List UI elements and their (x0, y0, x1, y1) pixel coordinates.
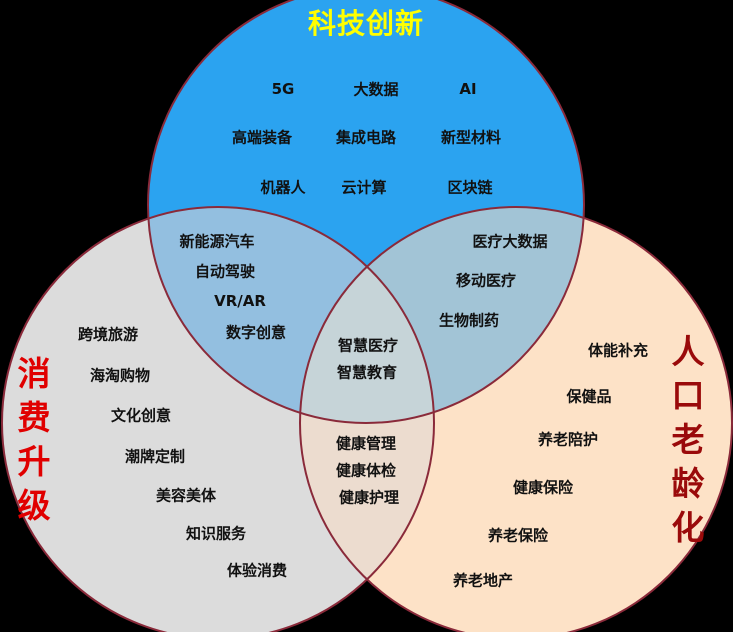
tech-item: 集成电路 (335, 128, 397, 147)
overlap-tech-aging (300, 207, 584, 423)
title-aging: 人口老龄化 (671, 332, 705, 547)
all-item: 智慧教育 (336, 363, 398, 382)
aging-item: 保健品 (566, 387, 612, 406)
tech-item: 区块链 (447, 178, 493, 197)
tech-consume-item: 自动驾驶 (194, 262, 256, 281)
tech-aging-item: 移动医疗 (455, 271, 517, 290)
consume-item: 潮牌定制 (124, 447, 186, 466)
aging-item: 体能补充 (587, 341, 649, 360)
tech-item: 5G (271, 80, 295, 98)
aging-item: 养老保险 (487, 526, 549, 545)
consume-item: 跨境旅游 (77, 325, 139, 344)
tech-item: 大数据 (353, 80, 399, 99)
tech-item: 高端装备 (231, 128, 293, 147)
consume-aging-item: 健康体检 (335, 461, 397, 480)
consume-aging-item: 健康护理 (338, 488, 400, 507)
consume-item: 知识服务 (185, 524, 247, 543)
title-consume: 消费升级 (17, 354, 51, 525)
aging-item: 养老地产 (452, 571, 514, 590)
tech-consume-item: 数字创意 (225, 323, 287, 342)
tech-item: 机器人 (260, 178, 306, 197)
tech-item: AI (459, 80, 477, 98)
aging-item: 养老陪护 (537, 430, 599, 449)
title-tech: 科技创新 (307, 7, 425, 40)
tech-consume-item: 新能源汽车 (179, 232, 255, 251)
tech-aging-item: 生物制药 (438, 311, 500, 330)
aging-item: 健康保险 (512, 478, 574, 497)
tech-consume-item: VR/AR (214, 292, 266, 310)
all-item: 智慧医疗 (337, 336, 399, 355)
tech-item: 新型材料 (440, 128, 502, 147)
consume-item: 海淘购物 (89, 366, 151, 385)
consume-item: 美容美体 (155, 486, 217, 505)
consume-item: 文化创意 (110, 406, 172, 425)
consume-aging-item: 健康管理 (335, 434, 397, 453)
consume-item: 体验消费 (226, 561, 288, 580)
overlap-tech-consume (148, 207, 434, 423)
tech-item: 云计算 (341, 178, 387, 197)
tech-aging-item: 医疗大数据 (472, 232, 548, 251)
